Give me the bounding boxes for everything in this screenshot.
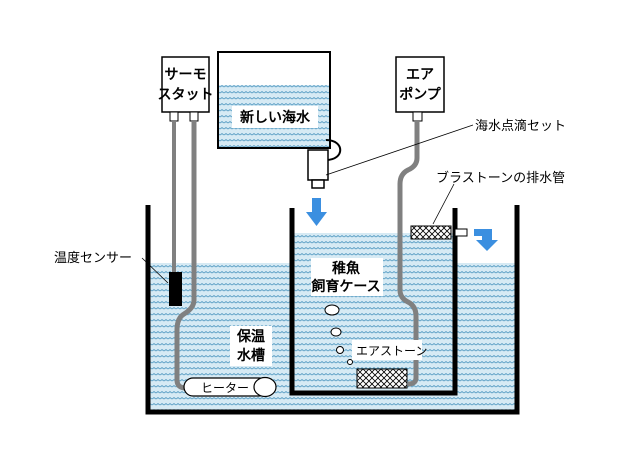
drip-tube [325, 139, 342, 161]
bubble [347, 359, 353, 365]
temperature-sensor [169, 272, 182, 306]
thermostat-label-2: スタット [158, 87, 214, 103]
heater-cord [174, 121, 197, 391]
warm-tank-label-2: 水槽 [237, 347, 265, 364]
air-pump-label-2: ポンプ [399, 86, 442, 103]
new-seawater-label: 新しい海水 [240, 109, 311, 126]
thermostat-box [161, 56, 210, 113]
drip-set-label: 海水点滴セット [475, 118, 566, 134]
brush-stone [410, 225, 452, 240]
brush-drain-label: ブラストーンの排水管 [436, 170, 565, 186]
fry-case [289, 208, 458, 396]
drain-pipe [454, 228, 468, 237]
drip-arrow-icon [306, 198, 327, 226]
air-stone-label: エアストーン [356, 344, 427, 358]
air-tube [397, 121, 420, 387]
bubble [330, 327, 342, 337]
fry-case-label-1: 稚魚 [332, 260, 360, 277]
heater-label: ヒーター [201, 381, 249, 395]
warm-tank-label-1: 保温 [236, 328, 265, 345]
drip-nozzle [311, 179, 325, 189]
bubble [336, 346, 344, 354]
drip-valve [307, 149, 329, 181]
air-pump-label-1: エア [406, 67, 434, 83]
air-stone [356, 368, 408, 389]
new-seawater-tank [217, 51, 331, 149]
air-pump-box [395, 56, 445, 113]
fry-case-label-2: 飼育ケース [310, 278, 380, 295]
warm-tank [145, 205, 520, 415]
temp-sensor-label: 温度センサー [54, 250, 132, 266]
bubble [324, 304, 340, 316]
thermostat-label-1: サーモ [165, 67, 207, 83]
drain-arrow-icon [474, 229, 498, 251]
